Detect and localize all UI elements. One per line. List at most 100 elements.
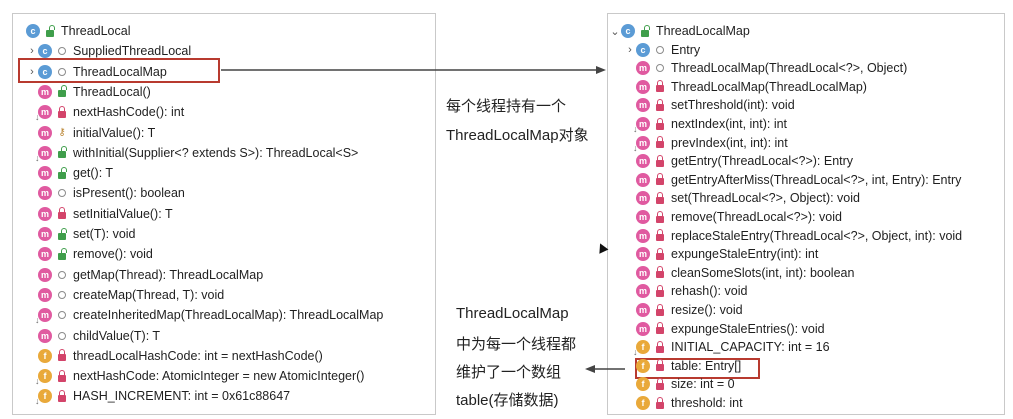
left-tree-item[interactable]: f↓HASH_INCREMENT: int = 0x61c88647 [26, 387, 290, 406]
package-glyph-icon [58, 331, 66, 340]
public-visibility-icon [56, 85, 68, 98]
private-visibility-icon [654, 266, 666, 279]
left-tree-item-label: ThreadLocalMap [73, 64, 167, 79]
private-visibility-icon [654, 117, 666, 130]
left-tree-item[interactable]: m↓ createInheritedMap(ThreadLocalMap): Th… [26, 306, 384, 325]
right-tree-item-label: nextIndex(int, int): int [671, 117, 788, 131]
class-icon: c [38, 64, 52, 79]
method-icon: m [38, 227, 52, 241]
method-icon: m [636, 284, 650, 299]
private-glyph-icon [58, 369, 66, 382]
right-tree-item[interactable]: m↓ nextIndex(int, int): int [624, 115, 788, 134]
private-visibility-icon [654, 136, 666, 149]
right-tree-item[interactable]: m↓prevIndex(int, int): int [624, 134, 788, 152]
left-tree-item-label: createInheritedMap(ThreadLocalMap): Thre… [73, 308, 384, 323]
protected-glyph-icon: ⚷ [58, 126, 66, 138]
private-visibility-icon [654, 80, 666, 93]
private-visibility-icon [654, 229, 666, 242]
left-tree-item[interactable]: m↓withInitial(Supplier<? extends S>): Th… [26, 144, 358, 162]
method-icon: m↓ [633, 117, 650, 134]
method-icon: m↓ [35, 105, 52, 123]
private-visibility-icon [56, 207, 68, 220]
right-tree-item-label: Entry [671, 42, 701, 57]
package-visibility-icon [56, 309, 68, 321]
private-visibility-icon [654, 396, 666, 409]
private-glyph-icon [656, 191, 664, 204]
private-visibility-icon [654, 359, 666, 372]
private-visibility-icon [56, 105, 68, 118]
right-tree-item-label: getEntry(ThreadLocal<?>): Entry [671, 154, 854, 169]
chevron-down-icon[interactable]: ⌄ [610, 25, 620, 38]
static-overlay-icon: ↓ [35, 376, 40, 387]
left-tree-root-label: ThreadLocal [61, 24, 131, 38]
static-overlay-icon: ↓ [35, 112, 40, 123]
right-tree-item-label: getEntryAfterMiss(ThreadLocal<?>, int, E… [671, 172, 962, 187]
private-visibility-icon [654, 322, 666, 335]
public-glyph-icon [58, 166, 67, 179]
package-glyph-icon [58, 47, 66, 56]
private-glyph-icon [656, 210, 664, 223]
chevron-right-icon[interactable]: › [628, 43, 632, 56]
left-tree-item[interactable]: f↓nextHashCode: AtomicInteger = new Atom… [26, 367, 364, 387]
right-tree-item-label: threshold: int [671, 396, 743, 410]
package-visibility-icon [56, 45, 68, 57]
class-icon: c [621, 24, 635, 38]
chevron-right-icon[interactable]: › [30, 45, 34, 58]
left-tree-item-label: setInitialValue(): T [73, 206, 173, 221]
right-tree-item-label: ThreadLocalMap(ThreadLocalMap) [671, 79, 867, 94]
method-icon: m [636, 247, 650, 262]
right-tree-item-label: resize(): void [671, 303, 743, 317]
public-visibility-icon [639, 24, 651, 37]
package-glyph-icon [58, 67, 66, 76]
left-tree-item[interactable]: › c ThreadLocalMap [26, 63, 167, 81]
left-tree-item[interactable]: m↓nextHashCode(): int [26, 103, 184, 123]
left-tree-item[interactable]: m⚷initialValue(): T [26, 124, 155, 142]
right-tree-item-label: remove(ThreadLocal<?>): void [671, 210, 842, 224]
method-icon: m↓ [35, 308, 52, 325]
private-glyph-icon [656, 340, 664, 353]
package-glyph-icon [58, 270, 66, 279]
right-tree-root-label: ThreadLocalMap [656, 24, 750, 38]
left-tree-item-label: SuppliedThreadLocal [73, 44, 192, 59]
right-tree-item-label: INITIAL_CAPACITY: int = 16 [671, 340, 830, 355]
package-visibility-icon [654, 62, 666, 74]
static-overlay-icon: ↓ [633, 347, 638, 358]
chevron-right-icon[interactable]: › [30, 65, 34, 78]
public-glyph-icon [58, 227, 67, 240]
right-tree-item[interactable]: f↓INITIAL_CAPACITY: int = 16 [624, 338, 830, 358]
private-glyph-icon [656, 377, 664, 390]
right-tree-root[interactable]: ⌄c ThreadLocalMap [609, 22, 750, 40]
public-glyph-icon [46, 24, 55, 37]
method-icon: m [38, 247, 52, 262]
public-visibility-icon [56, 146, 68, 159]
